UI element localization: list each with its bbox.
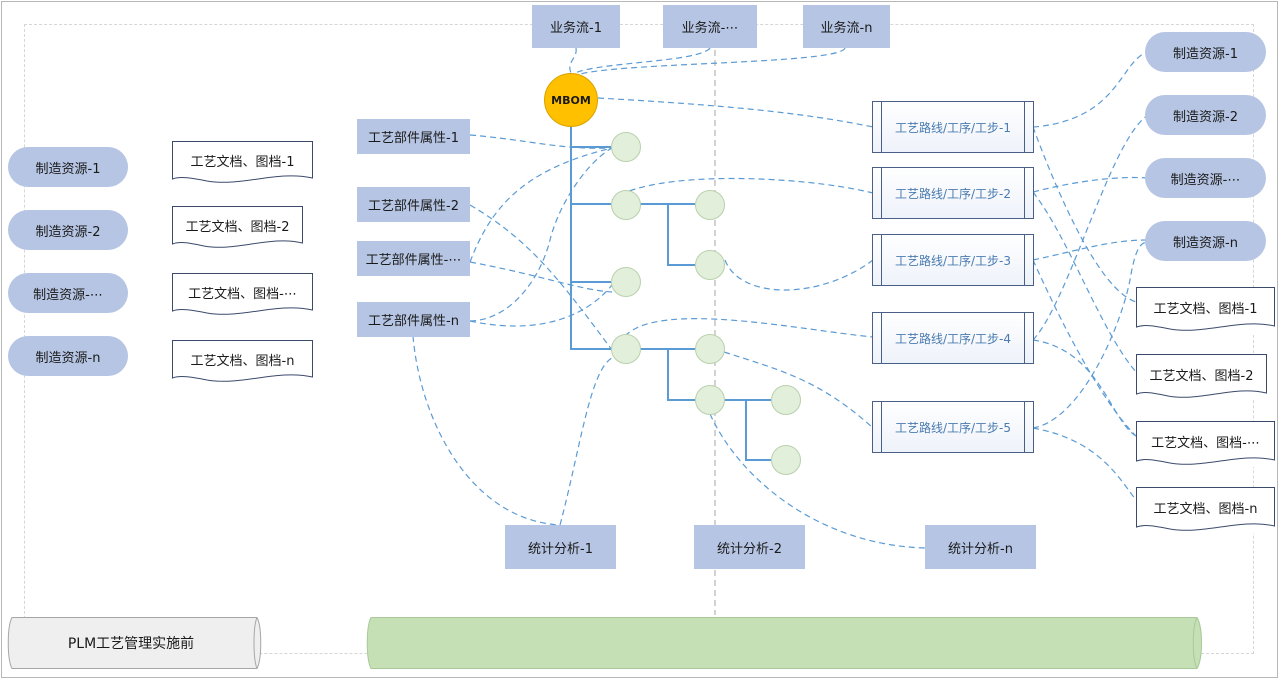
part-attribute-2: 工艺部件属性-2 [357,187,470,222]
mbom-node: MBOM [544,73,598,127]
tree-node [611,334,641,364]
right-doc-label: 工艺文档、图档-n [1153,501,1258,517]
part-attribute-3: 工艺部件属性-⋯ [357,241,470,276]
left-doc-3: 工艺文档、图档-⋯ [172,273,313,317]
right-doc-label: 工艺文档、图档-⋯ [1151,435,1260,451]
analysis-box-1: 统计分析-1 [505,525,616,569]
right-resource-1: 制造资源-1 [1145,32,1266,72]
right-resource-n: 制造资源-n [1145,221,1266,261]
right-doc-n: 工艺文档、图档-n [1136,487,1275,533]
flow-box-1: 业务流-1 [532,5,620,48]
part-attribute-n: 工艺部件属性-n [357,302,470,337]
tree-node [695,385,725,415]
mbom-label: MBOM [551,93,591,107]
process-route-3: 工艺路线/工序/工步-3 [872,234,1034,286]
tree-node [611,132,641,162]
left-doc-n: 工艺文档、图档-n [172,340,313,384]
tree-node [695,250,725,280]
left-resource-2: 制造资源-2 [8,210,128,250]
tree-node [771,385,801,415]
phase-cylinder-before: PLM工艺管理实施前 [6,617,264,669]
right-resource-3: 制造资源-⋯ [1145,158,1266,198]
right-doc-2: 工艺文档、图档-2 [1136,354,1267,400]
left-resource-n: 制造资源-n [8,336,128,376]
part-attribute-1: 工艺部件属性-1 [357,119,470,154]
right-doc-label: 工艺文档、图档-2 [1149,368,1254,384]
tree-node [611,190,641,220]
left-doc-label: 工艺文档、图档-2 [185,219,290,235]
mbom-tree [570,127,771,461]
right-doc-3: 工艺文档、图档-⋯ [1136,421,1275,467]
process-route-5: 工艺路线/工序/工步-5 [872,401,1034,453]
tree-node [611,267,641,297]
phase-label: PLM工艺管理实施前 [67,636,195,652]
analysis-box-n: 统计分析-n [925,525,1036,569]
right-doc-label: 工艺文档、图档-1 [1153,301,1258,317]
right-doc-1: 工艺文档、图档-1 [1136,287,1275,333]
tree-node [695,334,725,364]
dashed-links [412,47,1149,549]
flow-box-2: 业务流-⋯ [663,5,757,48]
phase-cylinder-after [365,617,1205,669]
left-doc-label: 工艺文档、图档-n [190,353,295,369]
left-doc-1: 工艺文档、图档-1 [172,141,313,185]
process-route-4: 工艺路线/工序/工步-4 [872,312,1034,364]
tree-node [695,190,725,220]
analysis-box-2: 统计分析-2 [694,525,805,569]
left-doc-2: 工艺文档、图档-2 [172,206,303,250]
flow-box-n: 业务流-n [803,5,890,48]
process-route-1: 工艺路线/工序/工步-1 [872,101,1034,153]
right-resource-2: 制造资源-2 [1145,95,1266,135]
left-doc-label: 工艺文档、图档-⋯ [188,286,297,302]
left-resource-3: 制造资源-⋯ [8,273,128,313]
process-route-2: 工艺路线/工序/工步-2 [872,167,1034,219]
left-resource-1: 制造资源-1 [8,147,128,187]
left-doc-label: 工艺文档、图档-1 [190,154,295,170]
tree-node [771,445,801,475]
